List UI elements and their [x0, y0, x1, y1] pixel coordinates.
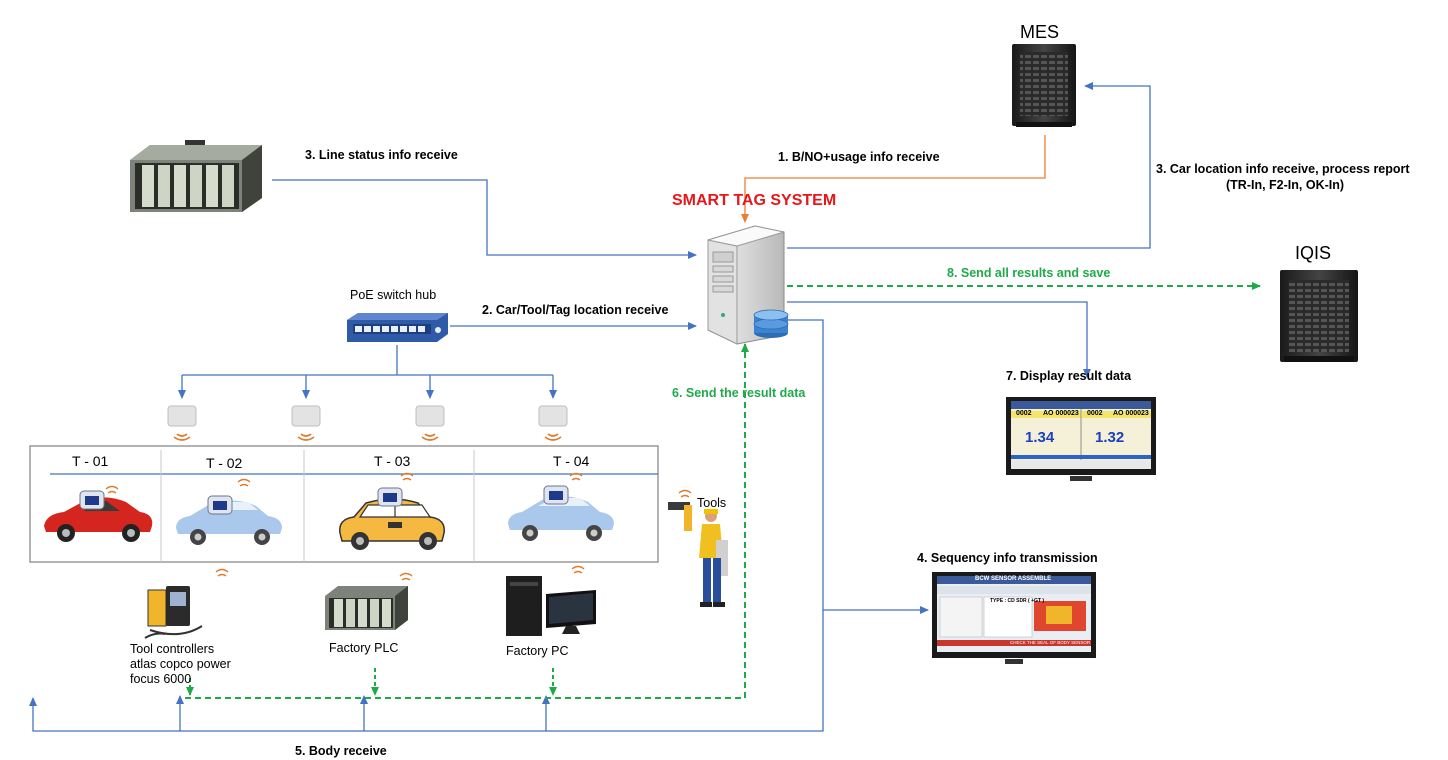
result-monitor-icon [1006, 397, 1156, 481]
arrow-send-result-data [185, 343, 749, 699]
step-5-body-receive: 5. Body receive [295, 744, 387, 758]
arrow-sequence-info [788, 319, 929, 614]
sequence-monitor-footer: CHECK THE SEAL OF BODY SENSOR [1010, 640, 1091, 645]
step-4-sequence-info: 4. Sequency info transmission [917, 551, 1098, 565]
step-6-send-result-data: 6. Send the result data [672, 386, 806, 400]
car-blue-icon [176, 478, 282, 545]
worker-tool-icon [668, 489, 728, 607]
sequence-monitor-header: BCW SENSOR ASSEMBLE [975, 576, 1052, 582]
tool-controllers-line: Tool controllers [130, 642, 215, 656]
mes-server-icon [1012, 44, 1076, 127]
step-8-send-all-results: 8. Send all results and save [947, 266, 1111, 280]
tool-controllers-label: Tool controllers atlas copco power focus… [130, 642, 231, 687]
iqis-label: IQIS [1295, 243, 1332, 263]
poe-hub-label: PoE switch hub [350, 288, 437, 302]
step-1-bno-usage: 1. B/NO+usage info receive [778, 150, 940, 164]
tool-controllers-line: atlas copco power [130, 657, 231, 671]
mes-label: MES [1020, 22, 1060, 42]
monitor-right-id: AO 000023 [1113, 410, 1149, 417]
monitor-left-id: AO 000023 [1043, 410, 1079, 417]
arrow-bno-usage [741, 135, 1046, 223]
assembly-line-box [29, 445, 659, 563]
zone-label: T - 04 [553, 453, 590, 469]
tag-reader-icon [167, 405, 197, 441]
zone-label: T - 01 [72, 453, 109, 469]
poe-switch-icon [347, 313, 448, 342]
factory-pc-label: Factory PC [506, 644, 569, 658]
arrow-display-result [787, 301, 1091, 378]
car-taxi-icon [339, 472, 445, 550]
zone-label: T - 03 [374, 453, 411, 469]
step-3-car-location: 3. Car location info receive, process re… [1156, 162, 1410, 176]
arrow-hub-readers [182, 345, 553, 376]
diagram-title: SMART TAG SYSTEM [672, 192, 837, 209]
sequence-monitor-icon [932, 572, 1096, 664]
monitor-right-value: 1.32 [1095, 429, 1125, 446]
step-3-car-location-sub: (TR-In, F2-In, OK-In) [1226, 178, 1345, 192]
monitor-left-code: 0002 [1016, 410, 1032, 417]
tag-reader-icon [415, 405, 445, 441]
zone-label: T - 02 [206, 455, 243, 471]
tag-reader-icon [538, 405, 568, 441]
factory-plc-label: Factory PLC [329, 641, 399, 655]
monitor-right-code: 0002 [1087, 410, 1103, 417]
monitor-left-value: 1.34 [1025, 429, 1055, 446]
step-2-location-receive: 2. Car/Tool/Tag location receive [482, 303, 669, 317]
arrow-line-status [272, 179, 697, 259]
sequence-monitor-type: TYPE : CD SDR ( +GT ) [990, 598, 1045, 604]
smart-tag-server-icon [707, 225, 789, 345]
tools-label: Tools [697, 496, 727, 510]
step-3-line-status: 3. Line status info receive [305, 148, 458, 162]
tool-controller-icon [144, 568, 229, 639]
tool-controllers-line: focus 6000 [130, 672, 192, 686]
iqis-server-icon [1280, 270, 1358, 362]
car-blue-icon [508, 472, 614, 541]
tag-reader-icon [291, 405, 321, 441]
database-icon [753, 309, 789, 338]
step-7-display-result: 7. Display result data [1006, 369, 1132, 383]
line-plc-icon [130, 140, 262, 212]
arrow-body-receive [29, 610, 824, 732]
factory-plc-icon [325, 572, 413, 630]
factory-pc-icon [506, 565, 596, 636]
arrow-car-location-mes [787, 82, 1151, 249]
car-red-icon [44, 485, 153, 542]
